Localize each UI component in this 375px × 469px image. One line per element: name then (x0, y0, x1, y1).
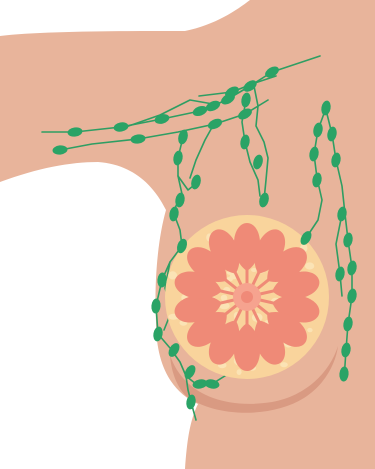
fat-globule (221, 295, 228, 301)
nipple (241, 291, 253, 303)
fat-globule (237, 369, 242, 375)
fat-globule (280, 362, 288, 367)
fat-globule (305, 262, 314, 269)
fat-globule (307, 328, 312, 332)
